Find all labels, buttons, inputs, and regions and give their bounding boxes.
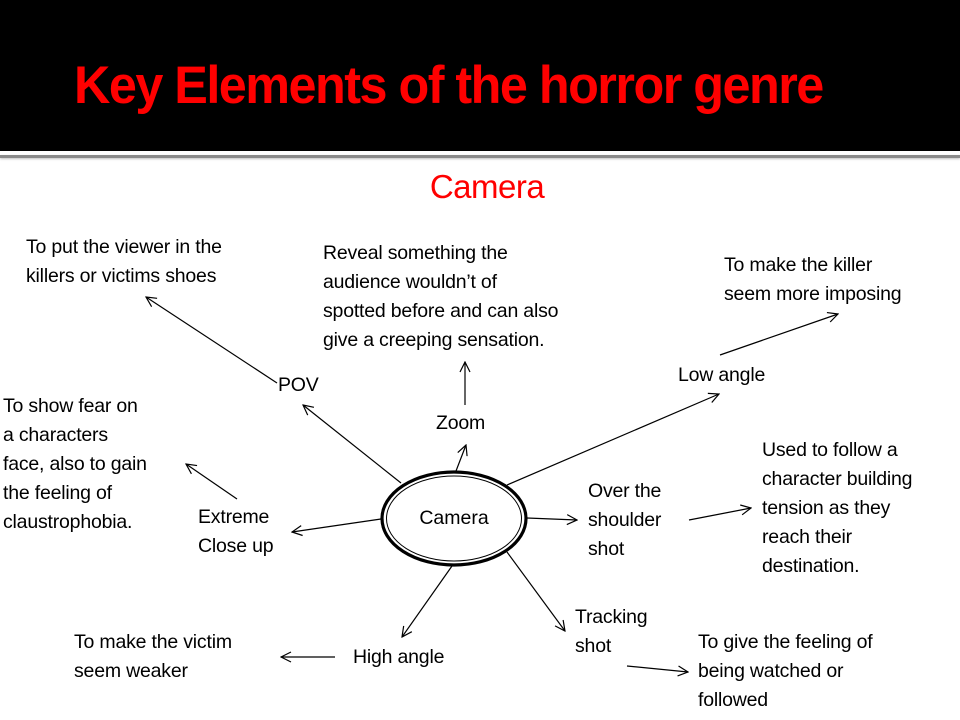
node-extreme-close-up: Extreme Close up: [198, 506, 274, 557]
description-high-angle: To make the victim seem weaker: [74, 631, 232, 682]
center-node-camera: Camera: [381, 471, 527, 566]
arrow-tracking-to-description: [626, 665, 688, 672]
arrow-camera-to-over-the-shoulder: [526, 518, 577, 520]
description-zoom: Reveal something the audience wouldn’t o…: [323, 242, 559, 351]
description-extreme-close-up: To show fear on a characters face, also …: [3, 395, 147, 533]
arrow-ots-to-description: [688, 508, 751, 521]
node-over-the-shoulder: Over the shoulder shot: [588, 480, 662, 560]
title-divider: [0, 155, 960, 158]
center-node-label: Camera: [419, 507, 489, 529]
arrow-ecu-to-description: [186, 464, 238, 500]
description-over-the-shoulder: Used to follow a character building tens…: [762, 439, 913, 577]
arrow-camera-to-extreme-close-up: [292, 518, 382, 532]
description-pov: To put the viewer in the killers or vict…: [26, 236, 222, 287]
arrow-pov-to-description: [146, 297, 278, 384]
description-tracking-shot: To give the feeling of being watched or …: [698, 631, 873, 711]
title-band: Key Elements of the horror genre: [0, 0, 960, 151]
arrow-low-angle-to-description: [719, 314, 838, 356]
node-low-angle: Low angle: [678, 364, 766, 386]
slide-subtitle: Camera: [429, 168, 545, 205]
node-tracking-shot: Tracking shot: [575, 606, 648, 657]
arrow-camera-to-low-angle: [506, 394, 719, 486]
description-low-angle: To make the killer seem more imposing: [724, 254, 902, 305]
arrow-camera-to-zoom: [455, 445, 466, 472]
node-high-angle: High angle: [353, 646, 445, 668]
arrow-camera-to-high-angle: [402, 565, 453, 637]
slide-title: Key Elements of the horror genre: [74, 56, 824, 115]
node-pov: POV: [278, 374, 319, 396]
node-zoom: Zoom: [436, 412, 486, 434]
